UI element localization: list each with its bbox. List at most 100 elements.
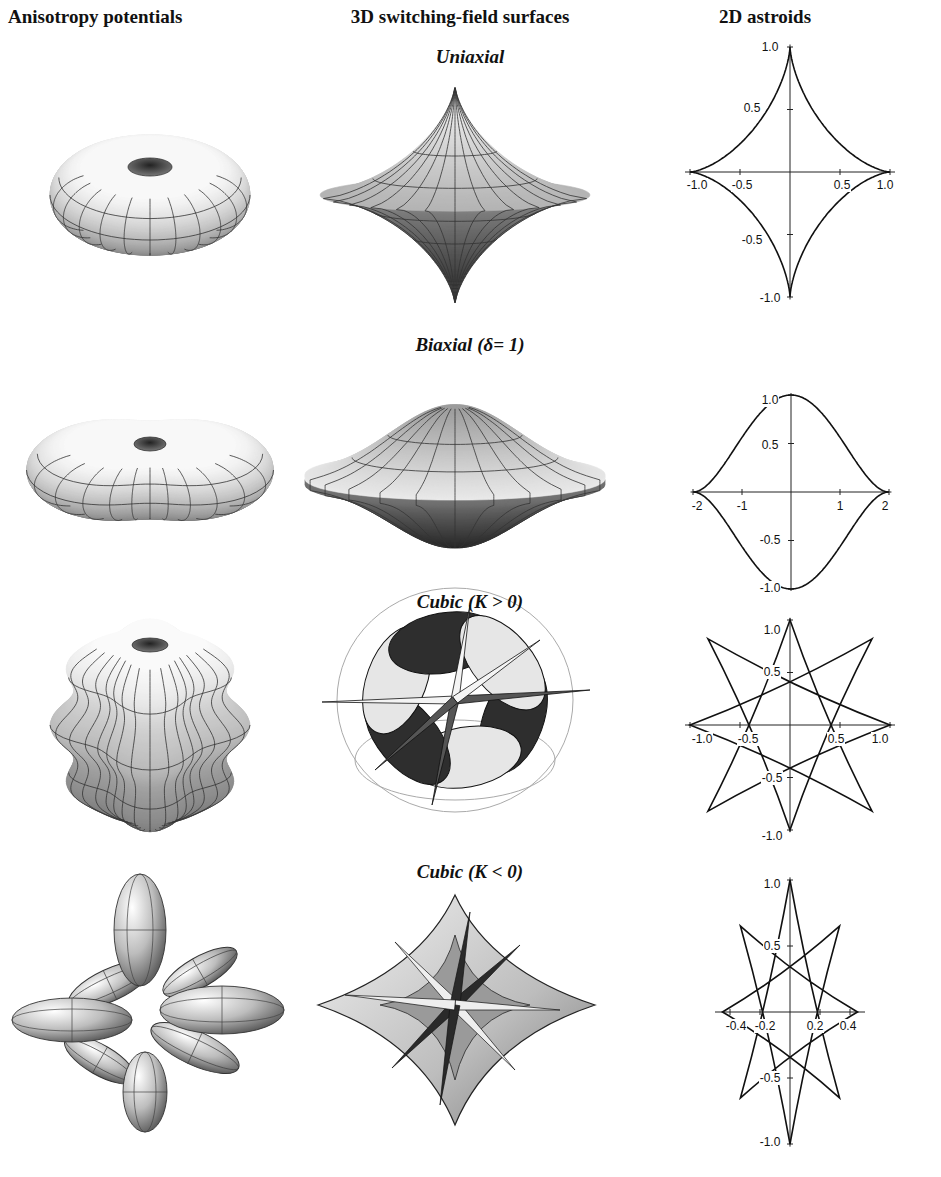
row-title: Biaxial (δ= 1) xyxy=(415,334,524,356)
grid-line xyxy=(114,930,166,931)
tick-mark xyxy=(742,489,743,495)
tick-label: -0.5 xyxy=(741,233,764,247)
biaxial-potential xyxy=(27,420,274,521)
tick-mark xyxy=(740,169,741,175)
tick-mark xyxy=(787,777,793,778)
plot-axes xyxy=(715,877,865,1146)
grid-line xyxy=(150,468,151,519)
surface-slice xyxy=(88,619,213,675)
grid-line xyxy=(50,195,250,240)
surface-slice xyxy=(94,619,207,670)
row-title: Cubic (K < 0) xyxy=(417,861,523,883)
grid-line xyxy=(110,469,123,521)
grid-line xyxy=(132,468,138,520)
row-title: Cubic (K > 0) xyxy=(417,591,523,613)
astroid-curve xyxy=(723,880,858,1144)
tick-label: 0.5 xyxy=(827,732,846,746)
tick-label: -1.0 xyxy=(759,581,782,595)
grid-line xyxy=(455,88,539,302)
tick-mark xyxy=(840,169,841,175)
tick-label: 2 xyxy=(881,499,890,513)
grid-line xyxy=(83,468,104,520)
grid-line xyxy=(184,195,200,251)
bell-surface xyxy=(305,405,605,549)
grid-line xyxy=(55,464,84,515)
grid-line xyxy=(34,455,70,506)
surface-slice xyxy=(444,405,465,408)
grid-line xyxy=(323,88,454,302)
potential-lobe xyxy=(123,1052,167,1132)
grid-line xyxy=(164,658,202,825)
grid-line xyxy=(69,678,232,715)
surface-spike xyxy=(455,690,590,704)
grid-line xyxy=(193,959,208,985)
plot-axes xyxy=(685,618,895,832)
grid-line xyxy=(462,409,530,548)
tick-label: 0.5 xyxy=(761,438,780,452)
grid-line xyxy=(413,239,496,244)
grid-line xyxy=(455,88,576,302)
y-axis xyxy=(791,393,792,591)
grid-line xyxy=(69,773,232,810)
column-heading: 3D switching-field surfaces xyxy=(351,6,569,28)
torus-potential xyxy=(50,135,250,256)
grid-line xyxy=(416,409,451,548)
tick-mark xyxy=(850,1009,851,1015)
tick-mark xyxy=(788,443,794,444)
grid-line xyxy=(199,190,221,245)
tick-label: -1.0 xyxy=(761,829,784,843)
surface-spike xyxy=(322,696,455,704)
grid-line xyxy=(72,998,73,1042)
grid-line xyxy=(168,198,176,254)
grid-line xyxy=(159,665,183,829)
grid-line xyxy=(455,88,513,302)
tick-mark xyxy=(840,722,841,728)
tick-label: 0.2 xyxy=(806,1019,825,1033)
grid-line xyxy=(425,88,455,302)
grid-line xyxy=(455,88,586,302)
tick-label: -2 xyxy=(691,499,704,513)
grid-line xyxy=(459,409,494,548)
grid-line xyxy=(117,665,141,829)
surface-spike xyxy=(375,697,458,770)
tick-label: 1.0 xyxy=(763,623,782,637)
potential-hole xyxy=(134,437,166,451)
grid-line xyxy=(215,464,244,515)
grid-line xyxy=(70,653,129,822)
plot-axes xyxy=(685,45,895,300)
grid-line xyxy=(373,179,537,189)
tick-mark xyxy=(820,1009,821,1015)
tick-mark xyxy=(840,489,841,495)
grid-line xyxy=(352,458,558,472)
plot-axes xyxy=(691,393,892,591)
row-title: Uniaxial xyxy=(436,46,505,68)
grid-line xyxy=(150,199,151,256)
grid-line xyxy=(172,653,231,822)
grid-line xyxy=(455,88,560,302)
grid-line xyxy=(50,725,250,770)
surface-slice xyxy=(91,619,210,673)
potential-lobe xyxy=(12,998,132,1042)
lobe-potential xyxy=(12,874,284,1132)
astroid-curve xyxy=(693,395,889,589)
tick-label: -0.5 xyxy=(759,1071,782,1085)
tick-mark xyxy=(787,672,793,673)
grid-line xyxy=(98,658,136,825)
grid-line xyxy=(56,649,125,820)
tick-mark xyxy=(787,946,793,947)
grid-line xyxy=(230,455,266,506)
astroid-curve xyxy=(690,47,890,297)
grid-line xyxy=(196,468,217,520)
tick-label: -1.0 xyxy=(691,732,714,746)
tick-label: -0.5 xyxy=(761,771,784,785)
surface-slice xyxy=(53,420,247,475)
y-axis xyxy=(790,45,791,300)
potential-hole xyxy=(128,158,172,176)
surface-slice xyxy=(56,420,244,473)
surface-spike xyxy=(451,1002,515,1070)
tick-label: -0.2 xyxy=(754,1019,777,1033)
cubic-surface xyxy=(322,588,590,812)
grid-line xyxy=(325,408,442,547)
grid-line xyxy=(107,661,138,826)
